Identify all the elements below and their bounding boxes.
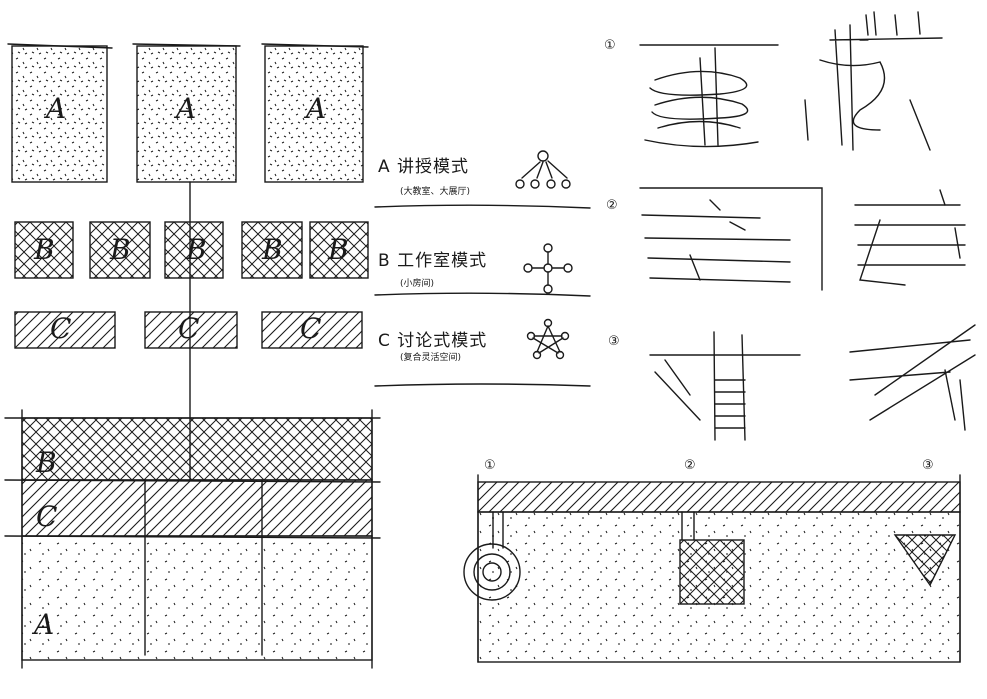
plan-number-2: ②: [684, 458, 696, 473]
plan-room-3: [893, 534, 957, 587]
block-a-label-1: A: [46, 92, 67, 125]
block-c-2: [144, 311, 238, 349]
stack-b-band: [21, 417, 373, 481]
section-number-3: ③: [608, 334, 620, 349]
block-b-label-2: B: [110, 233, 131, 266]
stack-a-label: A: [34, 608, 55, 641]
block-b-2: [89, 221, 151, 279]
block-c-label-1: C: [50, 312, 72, 345]
block-a-label-2: A: [176, 92, 197, 125]
stack-b-label: B: [36, 446, 57, 479]
mode-c-note: (复合灵活空间): [400, 353, 462, 363]
block-c-3: [261, 311, 363, 349]
block-b-label-4: B: [262, 233, 283, 266]
stack-c-band: [21, 479, 373, 537]
mode-c-label: C 讨论式模式: [378, 331, 488, 351]
plan-room-1: [463, 543, 521, 601]
plan-number-3: ③: [922, 458, 934, 473]
mode-b-note: (小房间): [400, 279, 435, 289]
block-b-label-1: B: [34, 233, 55, 266]
section-number-2: ②: [606, 198, 618, 213]
block-b-5: [309, 221, 369, 279]
block-c-label-3: C: [300, 312, 322, 345]
mode-a-note: (大教室、大展厅): [400, 187, 471, 197]
block-a-1: [11, 45, 108, 183]
stack-c-label: C: [36, 500, 58, 533]
plan-corridor: [477, 481, 961, 513]
stack-a-band: [21, 535, 373, 661]
block-b-4: [241, 221, 303, 279]
mode-a-label: A 讲授模式: [378, 157, 470, 177]
mode-b-label: B 工作室模式: [378, 251, 488, 271]
block-a-2: [136, 45, 237, 183]
block-b-label-5: B: [328, 233, 349, 266]
plan-room-2: [679, 539, 745, 605]
block-c-label-2: C: [178, 312, 200, 345]
block-c-1: [14, 311, 116, 349]
block-b-label-3: B: [186, 233, 207, 266]
block-a-label-3: A: [306, 92, 327, 125]
block-b-1: [14, 221, 74, 279]
block-b-3: [164, 221, 224, 279]
section-number-1: ①: [604, 38, 616, 53]
plan-number-1: ①: [484, 458, 496, 473]
